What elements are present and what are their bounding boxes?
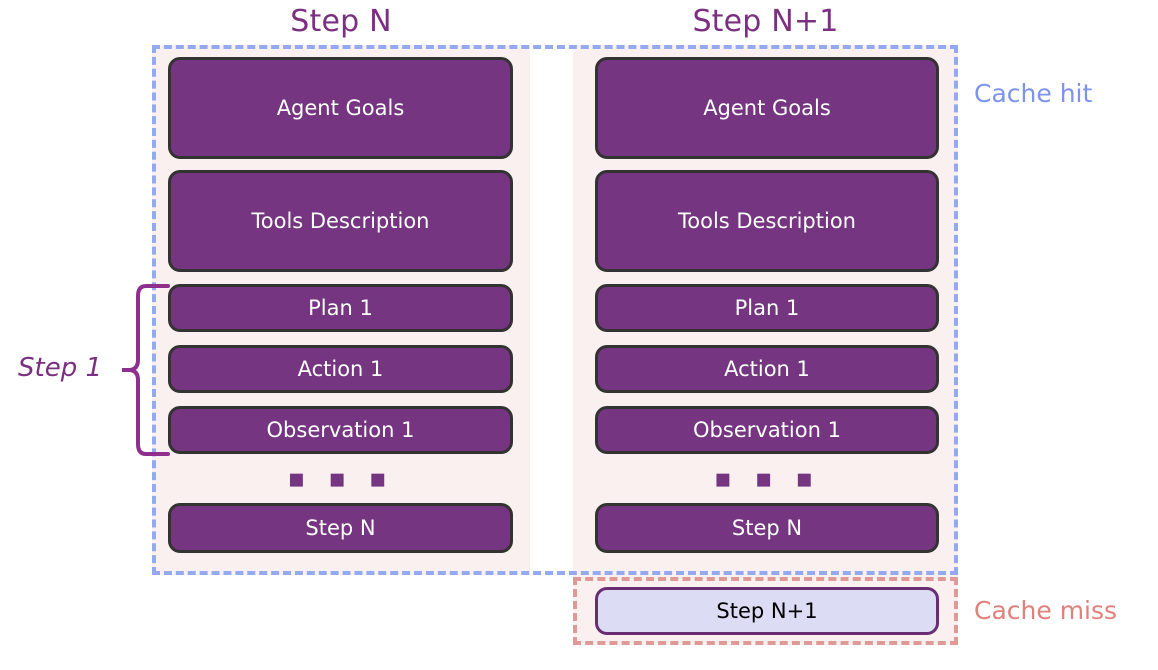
step-1-bracket-label: Step 1: [18, 353, 103, 383]
column-header-step-n-plus-1: Step N+1: [692, 4, 839, 39]
block-plan-1-left[interactable]: Plan 1: [168, 284, 513, 332]
block-action-1-left[interactable]: Action 1: [168, 345, 513, 393]
cache-miss-boundary: [573, 577, 958, 645]
cache-hit-boundary: [152, 45, 958, 575]
block-observation-1-left[interactable]: Observation 1: [168, 406, 513, 454]
step-1-brace-icon: [122, 284, 170, 456]
block-tools-description-right[interactable]: Tools Description: [595, 170, 939, 272]
ellipsis-right: ▪ ▪ ▪: [714, 464, 820, 494]
block-plan-1-right[interactable]: Plan 1: [595, 284, 939, 332]
block-action-1-right[interactable]: Action 1: [595, 345, 939, 393]
block-tools-description-left[interactable]: Tools Description: [168, 170, 513, 272]
block-observation-1-right[interactable]: Observation 1: [595, 406, 939, 454]
block-agent-goals-left[interactable]: Agent Goals: [168, 57, 513, 159]
block-step-n-right[interactable]: Step N: [595, 503, 939, 553]
block-step-n-left[interactable]: Step N: [168, 503, 513, 553]
block-step-n-plus-1-new[interactable]: Step N+1: [595, 587, 939, 635]
block-agent-goals-right[interactable]: Agent Goals: [595, 57, 939, 159]
cache-hit-label: Cache hit: [974, 79, 1093, 108]
cache-miss-label: Cache miss: [974, 596, 1118, 625]
column-header-step-n: Step N: [290, 4, 392, 39]
ellipsis-left: ▪ ▪ ▪: [287, 464, 394, 494]
